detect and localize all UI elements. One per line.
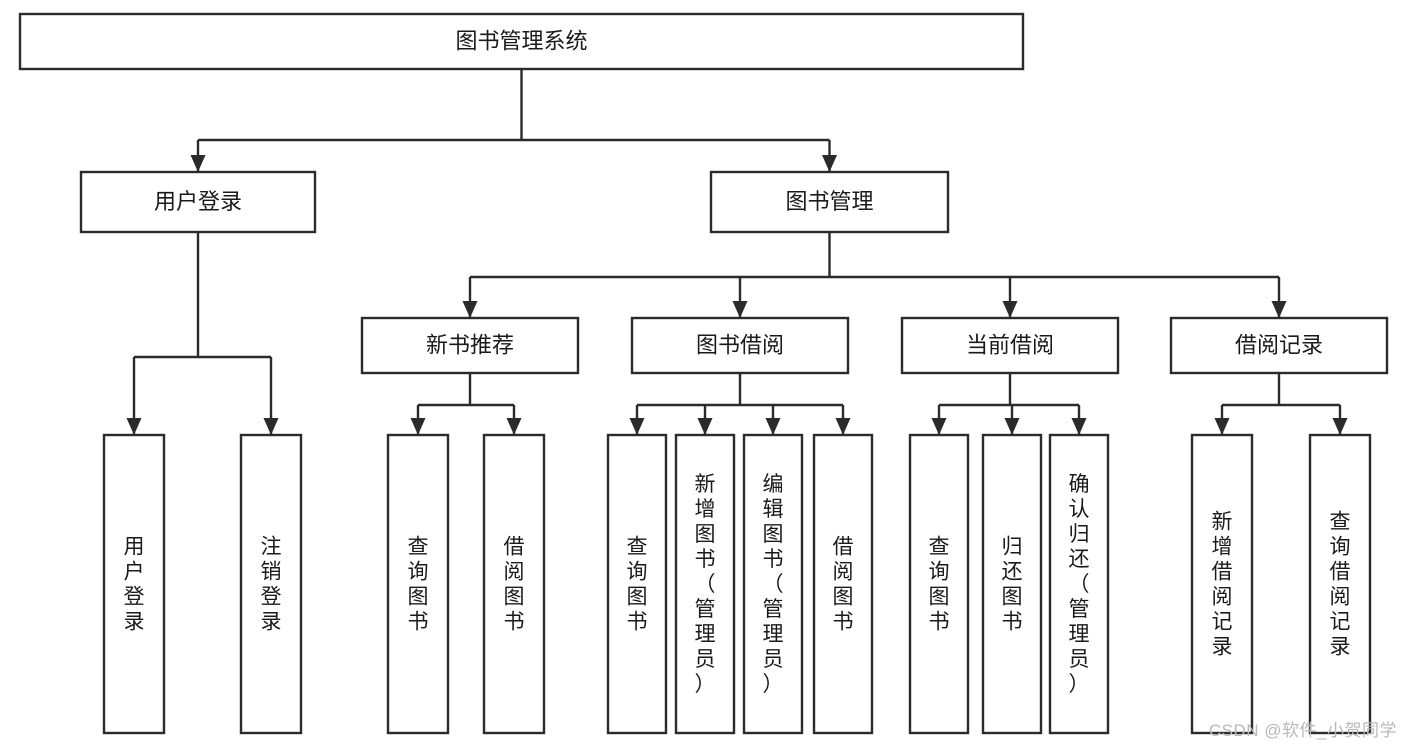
book-borrow-to-leaves-arrow-2 (765, 418, 781, 435)
node-leaf-edit-book-box[interactable] (742, 433, 804, 735)
borrow-record-to-leaves-arrow-1 (1332, 418, 1348, 435)
book-borrow-to-leaves-arrow-1 (697, 418, 713, 435)
node-leaf-add-record-label: 新增借阅记录 (1212, 511, 1233, 659)
root-node-book-management-system-label: 图书管理系统 (455, 28, 587, 53)
node-borrow-record-label: 借阅记录 (1235, 332, 1323, 357)
node-leaf-return-book[interactable]: 归还图书 (981, 433, 1043, 735)
node-leaf-query-record[interactable]: 查询借阅记录 (1308, 433, 1372, 735)
book-manage-to-level3-arrow-0 (462, 301, 478, 318)
node-leaf-query-book-1-box[interactable] (386, 433, 450, 735)
node-user-login-box[interactable] (79, 170, 317, 234)
node-leaf-query-record-box[interactable] (1308, 433, 1372, 735)
current-borrow-to-leaves-arrow-2 (1071, 418, 1087, 435)
node-leaf-borrow-book-2[interactable]: 借阅图书 (812, 433, 874, 735)
node-book-manage-label: 图书管理 (785, 189, 873, 214)
node-book-manage[interactable]: 图书管理 (709, 170, 950, 234)
node-leaf-confirm-return-box[interactable] (1048, 433, 1110, 735)
root-to-level2-arrow-1 (822, 155, 837, 172)
node-leaf-add-record-box[interactable] (1190, 433, 1254, 735)
node-leaf-return-book-label: 归还图书 (1002, 536, 1023, 634)
node-leaf-borrow-book-1-label: 借阅图书 (504, 536, 525, 634)
new-book-recommend-to-leaves-arrow-0 (410, 418, 426, 435)
node-leaf-user-logout-box[interactable] (239, 433, 303, 735)
root-to-level2-arrow-0 (190, 155, 206, 172)
book-manage-to-level3-arrow-2 (1002, 301, 1018, 318)
node-user-login-label: 用户登录 (154, 189, 242, 214)
node-current-borrow-box[interactable] (900, 316, 1120, 375)
book-manage-to-level3-arrow-3 (1271, 301, 1287, 318)
root-node-book-management-system-box[interactable] (18, 12, 1025, 71)
current-borrow-to-leaves-arrow-0 (931, 418, 947, 435)
node-leaf-user-login[interactable]: 用户登录 (102, 433, 166, 735)
node-leaf-user-login-box[interactable] (102, 433, 166, 735)
node-leaf-confirm-return[interactable]: 确认归还（管理员） (1048, 433, 1110, 735)
book-borrow-to-leaves-arrow-0 (629, 418, 645, 435)
node-current-borrow[interactable]: 当前借阅 (900, 316, 1120, 375)
node-leaf-add-book[interactable]: 新增图书（管理员） (674, 433, 736, 735)
node-borrow-record[interactable]: 借阅记录 (1169, 316, 1389, 375)
node-leaf-query-book-3-label: 查询图书 (929, 536, 950, 634)
node-book-borrow-label: 图书借阅 (696, 332, 784, 357)
node-leaf-add-book-box[interactable] (674, 433, 736, 735)
connector-lines-group (126, 69, 1348, 435)
node-leaf-query-book-3-box[interactable] (908, 433, 970, 735)
root-node-book-management-system[interactable]: 图书管理系统 (18, 12, 1025, 71)
node-leaf-user-logout-label: 注销登录 (261, 536, 282, 634)
node-leaf-query-book-1-label: 查询图书 (408, 536, 429, 634)
user-login-to-leaves-arrow-0 (126, 418, 142, 435)
node-leaf-borrow-book-2-box[interactable] (812, 433, 874, 735)
node-user-login[interactable]: 用户登录 (79, 170, 317, 234)
new-book-recommend-to-leaves-arrow-1 (506, 418, 522, 435)
node-book-borrow-box[interactable] (630, 316, 850, 375)
node-current-borrow-label: 当前借阅 (966, 332, 1054, 357)
node-new-book-recommend-box[interactable] (360, 316, 580, 375)
node-leaf-borrow-book-1-box[interactable] (482, 433, 546, 735)
node-new-book-recommend-label: 新书推荐 (426, 332, 514, 357)
node-leaf-user-login-label: 用户登录 (124, 536, 145, 634)
current-borrow-to-leaves-arrow-1 (1004, 418, 1020, 435)
node-leaf-add-record[interactable]: 新增借阅记录 (1190, 433, 1254, 735)
node-leaf-query-book-1[interactable]: 查询图书 (386, 433, 450, 735)
node-leaf-borrow-book-2-label: 借阅图书 (833, 536, 854, 634)
node-leaf-user-logout[interactable]: 注销登录 (239, 433, 303, 735)
node-leaf-borrow-book-1[interactable]: 借阅图书 (482, 433, 546, 735)
book-manage-to-level3-arrow-1 (732, 301, 748, 318)
node-book-borrow[interactable]: 图书借阅 (630, 316, 850, 375)
node-leaf-query-book-3[interactable]: 查询图书 (908, 433, 970, 735)
node-leaf-confirm-return-label: 确认归还（管理员） (1069, 473, 1090, 696)
node-leaf-edit-book-label: 编辑图书（管理员） (763, 473, 784, 696)
node-leaf-query-book-2-label: 查询图书 (627, 536, 648, 634)
borrow-record-to-leaves-arrow-0 (1214, 418, 1230, 435)
node-book-manage-box[interactable] (709, 170, 950, 234)
book-borrow-to-leaves-arrow-3 (835, 418, 851, 435)
node-leaf-add-book-label: 新增图书（管理员） (695, 473, 716, 696)
diagram-nodes-group: 图书管理系统用户登录图书管理新书推荐图书借阅当前借阅借阅记录用户登录注销登录查询… (18, 12, 1389, 735)
node-new-book-recommend[interactable]: 新书推荐 (360, 316, 580, 375)
user-login-to-leaves-arrow-1 (263, 418, 279, 435)
node-leaf-edit-book[interactable]: 编辑图书（管理员） (742, 433, 804, 735)
node-borrow-record-box[interactable] (1169, 316, 1389, 375)
node-leaf-query-book-2-box[interactable] (606, 433, 668, 735)
node-leaf-query-record-label: 查询借阅记录 (1330, 511, 1351, 659)
node-leaf-query-book-2[interactable]: 查询图书 (606, 433, 668, 735)
node-leaf-return-book-box[interactable] (981, 433, 1043, 735)
